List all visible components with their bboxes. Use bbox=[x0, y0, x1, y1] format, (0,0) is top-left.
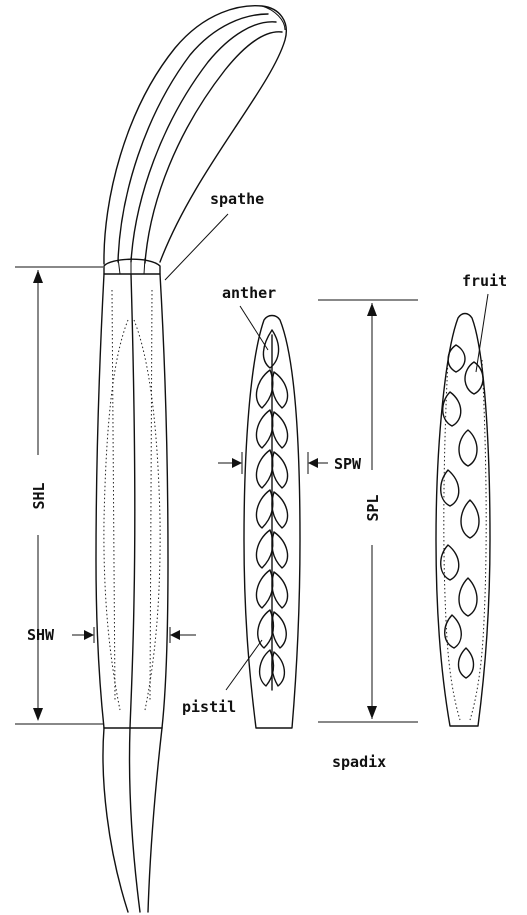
label-fruit: fruit bbox=[462, 272, 507, 290]
spathe-tip bbox=[104, 6, 286, 264]
label-pistil: pistil bbox=[182, 698, 236, 716]
label-spathe: spathe bbox=[210, 190, 264, 208]
fruits bbox=[441, 345, 483, 678]
spathe-stalk bbox=[103, 728, 162, 912]
shl-dimension: SHL bbox=[15, 267, 103, 724]
fruit-annotation: fruit bbox=[462, 272, 507, 372]
label-shl: SHL bbox=[30, 482, 48, 509]
spathe-annotation: spathe bbox=[165, 190, 264, 280]
spadix-florets bbox=[256, 330, 287, 690]
shw-dimension: SHW bbox=[27, 626, 196, 644]
spathe-collar bbox=[104, 257, 160, 274]
label-spw: SPW bbox=[334, 455, 362, 473]
spw-dimension: SPW bbox=[218, 452, 362, 474]
label-spadix: spadix bbox=[332, 753, 386, 771]
spl-dimension: SPL bbox=[318, 300, 418, 722]
label-shw: SHW bbox=[27, 626, 55, 644]
spathe-body bbox=[96, 274, 168, 728]
spadix-fruit bbox=[436, 314, 490, 727]
label-spl: SPL bbox=[364, 494, 382, 521]
label-anther: anther bbox=[222, 284, 276, 302]
spadix-middle bbox=[244, 316, 300, 729]
